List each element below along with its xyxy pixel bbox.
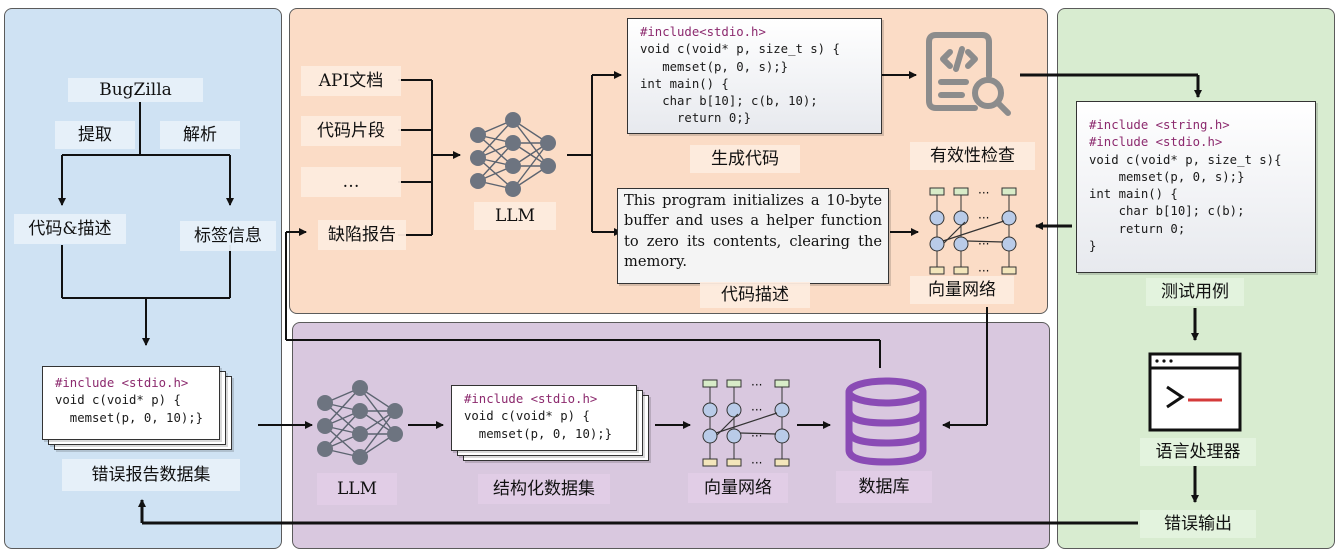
language-processor-label: 语言处理器 — [1140, 438, 1256, 466]
parse-label: 解析 — [160, 121, 240, 149]
ellipsis-glyph: ··· — [978, 186, 989, 200]
validity-check-icon — [926, 32, 1011, 116]
structured-code-card: #include <stdio.h> void c(void* p) { mem… — [451, 385, 637, 451]
ellipsis-glyph: ··· — [978, 211, 989, 225]
structured-code: #include <stdio.h> void c(void* p) { mem… — [464, 392, 613, 441]
generated-code: #include<stdio.h> void c(void* p, size_t… — [640, 25, 840, 126]
vector-hidden-node — [929, 210, 945, 226]
vector-network-label-top: 向量网络 — [910, 276, 1014, 304]
vector-hidden-node — [702, 402, 718, 418]
vector-network-glyph: ··· ··· ··· ··· — [929, 186, 1017, 278]
bug-report-dataset-label: 错误报告数据集 — [62, 459, 240, 491]
test-case-code-card: #include <string.h> #include <stdio.h> v… — [1076, 101, 1316, 273]
vector-hidden-node — [774, 428, 790, 444]
database-label: 数据库 — [836, 471, 932, 503]
database-icon — [845, 377, 927, 466]
generated-code-label: 生成代码 — [690, 145, 800, 173]
vector-hidden-node — [702, 428, 718, 444]
bugzilla-source-label: BugZilla — [68, 78, 203, 102]
llm-label-top: LLM — [474, 202, 556, 230]
ellipsis-glyph: ··· — [978, 264, 989, 278]
input-ellipsis: … — [301, 167, 401, 197]
ellipsis-glyph: ··· — [751, 456, 762, 470]
ellipsis-glyph: ··· — [751, 429, 762, 443]
validity-check-label: 有效性检查 — [910, 142, 1035, 170]
code-description-label: 代码&描述 — [14, 214, 126, 244]
vector-hidden-node — [774, 402, 790, 418]
llm-network-icon-top — [470, 112, 556, 197]
vector-input-node — [774, 458, 790, 467]
llm-network-icon-bottom — [317, 380, 403, 465]
code-description-output-label: 代码描述 — [700, 282, 810, 308]
vector-hidden-node — [929, 236, 945, 252]
vector-output-node — [702, 379, 718, 388]
llm-label-bottom: LLM — [317, 473, 397, 505]
input-code-snippet: 代码片段 — [301, 116, 401, 146]
extract-label: 提取 — [55, 121, 135, 149]
ellipsis-glyph: ··· — [751, 403, 762, 417]
code-description-text: This program initializes a 10-byte buffe… — [624, 192, 882, 271]
vector-hidden-node — [953, 236, 969, 252]
tag-info-label: 标签信息 — [180, 221, 276, 251]
input-api-doc: API文档 — [301, 66, 401, 96]
test-case-code: #include <string.h> #include <stdio.h> v… — [1089, 118, 1282, 254]
generated-code-card: #include<stdio.h> void c(void* p, size_t… — [627, 18, 882, 134]
vector-hidden-node — [726, 428, 742, 444]
ellipsis-glyph: ··· — [751, 378, 762, 392]
bug-report-code-card: #include <stdio.h> void c(void* p) { mem… — [42, 366, 220, 440]
vector-output-node — [726, 379, 742, 388]
vector-input-node — [702, 458, 718, 467]
structured-dataset-label: 结构化数据集 — [478, 474, 610, 504]
code-description-card: This program initializes a 10-byte buffe… — [617, 188, 889, 284]
bug-report-code: #include <stdio.h> void c(void* p) { mem… — [55, 376, 204, 425]
vector-network-glyph: ··· ··· ··· ··· — [702, 378, 790, 470]
vector-output-node — [774, 379, 790, 388]
input-defect-report: 缺陷报告 — [318, 220, 406, 250]
vector-input-node — [726, 458, 742, 467]
test-case-label: 测试用例 — [1146, 278, 1244, 306]
vector-hidden-node — [953, 210, 969, 226]
vector-hidden-node — [726, 402, 742, 418]
ellipsis-glyph: ··· — [978, 237, 989, 251]
vector-network-label-bottom: 向量网络 — [688, 473, 788, 503]
error-output-label: 错误输出 — [1140, 510, 1256, 538]
vector-hidden-node — [1001, 210, 1017, 226]
vector-hidden-node — [1001, 236, 1017, 252]
terminal-icon — [1148, 352, 1242, 432]
